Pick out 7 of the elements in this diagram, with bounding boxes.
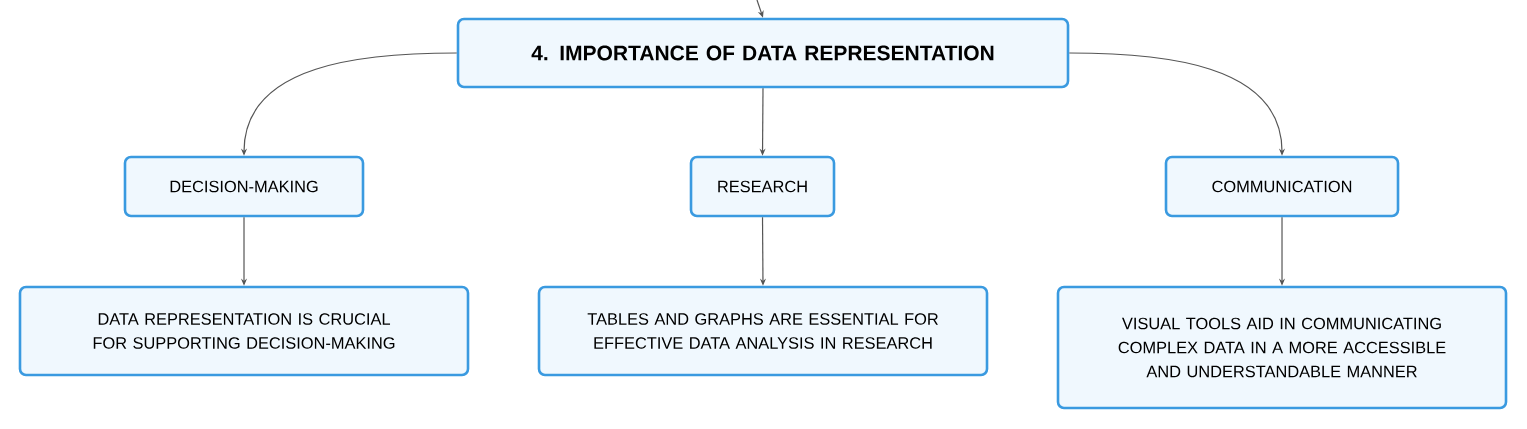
title-box: 4. IMPORTANCE OF DATA REPRESENTATION xyxy=(456,17,1070,89)
description-box: VISUAL TOOLS AID IN COMMUNICATING COMPLEX DATA IN A MORE ACCESSIBLE AND UNDERSTANDABLE MANNER xyxy=(1056,285,1508,410)
category-box: DECISION-MAKING xyxy=(123,155,365,218)
description-box: DATA REPRESENTATION IS CRUCIAL FOR SUPPORTING DECISION-MAKING xyxy=(18,285,470,377)
category-box: COMMUNICATION xyxy=(1164,155,1400,218)
category-box: RESEARCH xyxy=(689,155,836,218)
description-box: TABLES AND GRAPHS ARE ESSENTIAL FOR EFFECTIVE DATA ANALYSIS IN RESEARCH xyxy=(537,285,989,377)
